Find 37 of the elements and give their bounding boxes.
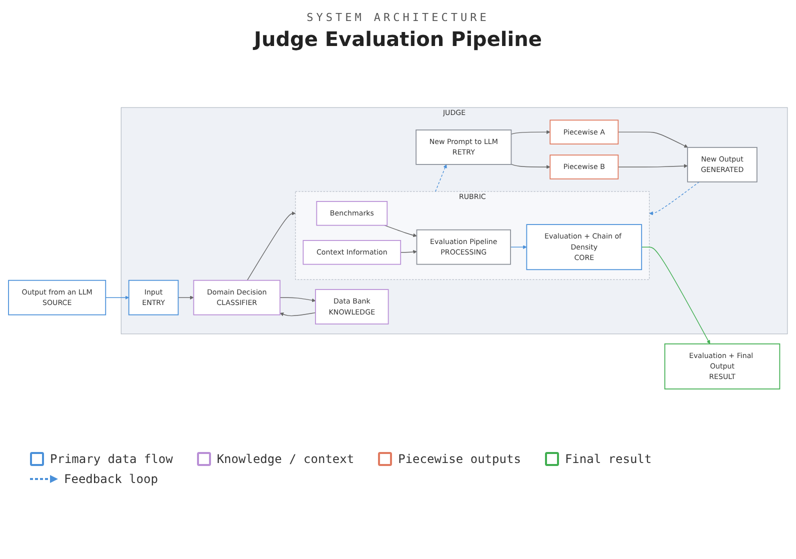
arrow xyxy=(178,296,194,300)
cluster xyxy=(120,108,788,334)
node-box xyxy=(550,120,619,145)
arrow xyxy=(246,212,296,281)
arrow xyxy=(280,312,316,316)
node-box xyxy=(315,289,389,325)
node-box xyxy=(302,240,402,266)
cluster xyxy=(295,192,650,280)
arrow xyxy=(510,164,550,170)
node-box xyxy=(193,280,280,316)
legend-label: Knowledge / context xyxy=(216,452,354,466)
legend-label: Primary data flow xyxy=(50,452,173,466)
node-box xyxy=(8,280,106,316)
arrow xyxy=(510,245,527,250)
arrow xyxy=(649,182,700,216)
legend-label: Final result xyxy=(564,452,652,466)
diagram-title: Judge Evaluation Pipeline xyxy=(254,27,542,51)
node-box xyxy=(416,130,512,166)
node-box xyxy=(664,344,780,390)
arrow xyxy=(105,296,130,300)
arrow xyxy=(384,225,417,238)
legend-label: Feedback loop xyxy=(64,472,158,486)
subtitle: SYSTEM ARCHITECTURE xyxy=(306,11,490,24)
arrow xyxy=(280,297,316,302)
node-box xyxy=(687,147,758,183)
arrow xyxy=(400,250,417,254)
arrow xyxy=(510,130,550,135)
node-box xyxy=(316,201,388,226)
node-box xyxy=(526,224,642,270)
arrow xyxy=(435,164,447,192)
arrow xyxy=(618,132,688,148)
arrow xyxy=(618,164,688,168)
arrow xyxy=(641,246,710,344)
legend-label: Piecewise outputs xyxy=(398,452,521,466)
node-box xyxy=(550,154,619,180)
node-box xyxy=(128,280,179,316)
node-box xyxy=(416,230,511,266)
